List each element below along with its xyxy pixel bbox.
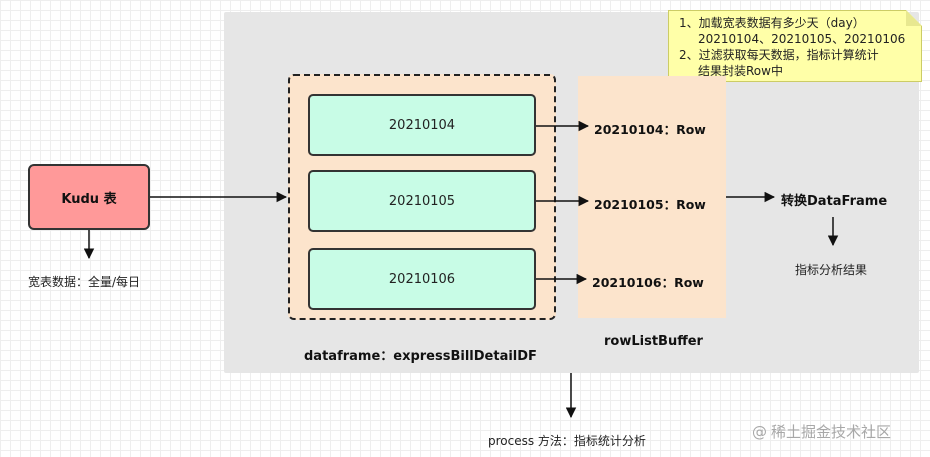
day-node-1-label: 20210104 bbox=[388, 117, 456, 133]
note-line-4: 结果封装Row中 bbox=[698, 64, 783, 78]
note-line-2: 20210104、20210105、20210106 bbox=[698, 32, 906, 46]
kudu-table-label: Kudu 表 bbox=[61, 191, 117, 207]
row-label-3: 20210106：Row bbox=[592, 275, 704, 290]
kudu-sublabel: 宽表数据：全量/每日 bbox=[28, 275, 141, 289]
sticky-note: 1、加载宽表数据有多少天（day） 20210104、20210105、2021… bbox=[668, 10, 922, 82]
analysis-result-label: 指标分析结果 bbox=[795, 263, 868, 277]
row-buffer-caption: rowListBuffer bbox=[604, 334, 703, 349]
day-node-1[interactable]: 20210104 bbox=[308, 94, 536, 156]
row-label-1: 20210104：Row bbox=[594, 122, 706, 137]
row-label-2: 20210105：Row bbox=[594, 197, 706, 212]
watermark-at-icon: @ bbox=[752, 422, 767, 441]
day-node-3[interactable]: 20210106 bbox=[308, 248, 536, 310]
watermark-text: 稀土掘金技术社区 bbox=[771, 423, 892, 441]
note-line-1: 1、加载宽表数据有多少天（day） bbox=[679, 16, 865, 30]
day-node-3-label: 20210106 bbox=[388, 271, 456, 287]
dataframe-caption: dataframe：expressBillDetailDF bbox=[304, 349, 537, 364]
day-node-2[interactable]: 20210105 bbox=[308, 170, 536, 232]
convert-dataframe-label: 转换DataFrame bbox=[781, 194, 888, 209]
kudu-table-node[interactable]: Kudu 表 bbox=[28, 164, 150, 230]
watermark: @ 稀土掘金技术社区 bbox=[752, 421, 891, 442]
note-line-3: 2、过滤获取每天数据，指标计算统计 bbox=[679, 48, 879, 62]
process-method-label: process 方法：指标统计分析 bbox=[488, 434, 646, 448]
day-node-2-label: 20210105 bbox=[388, 193, 456, 209]
row-list-buffer[interactable] bbox=[578, 76, 726, 318]
